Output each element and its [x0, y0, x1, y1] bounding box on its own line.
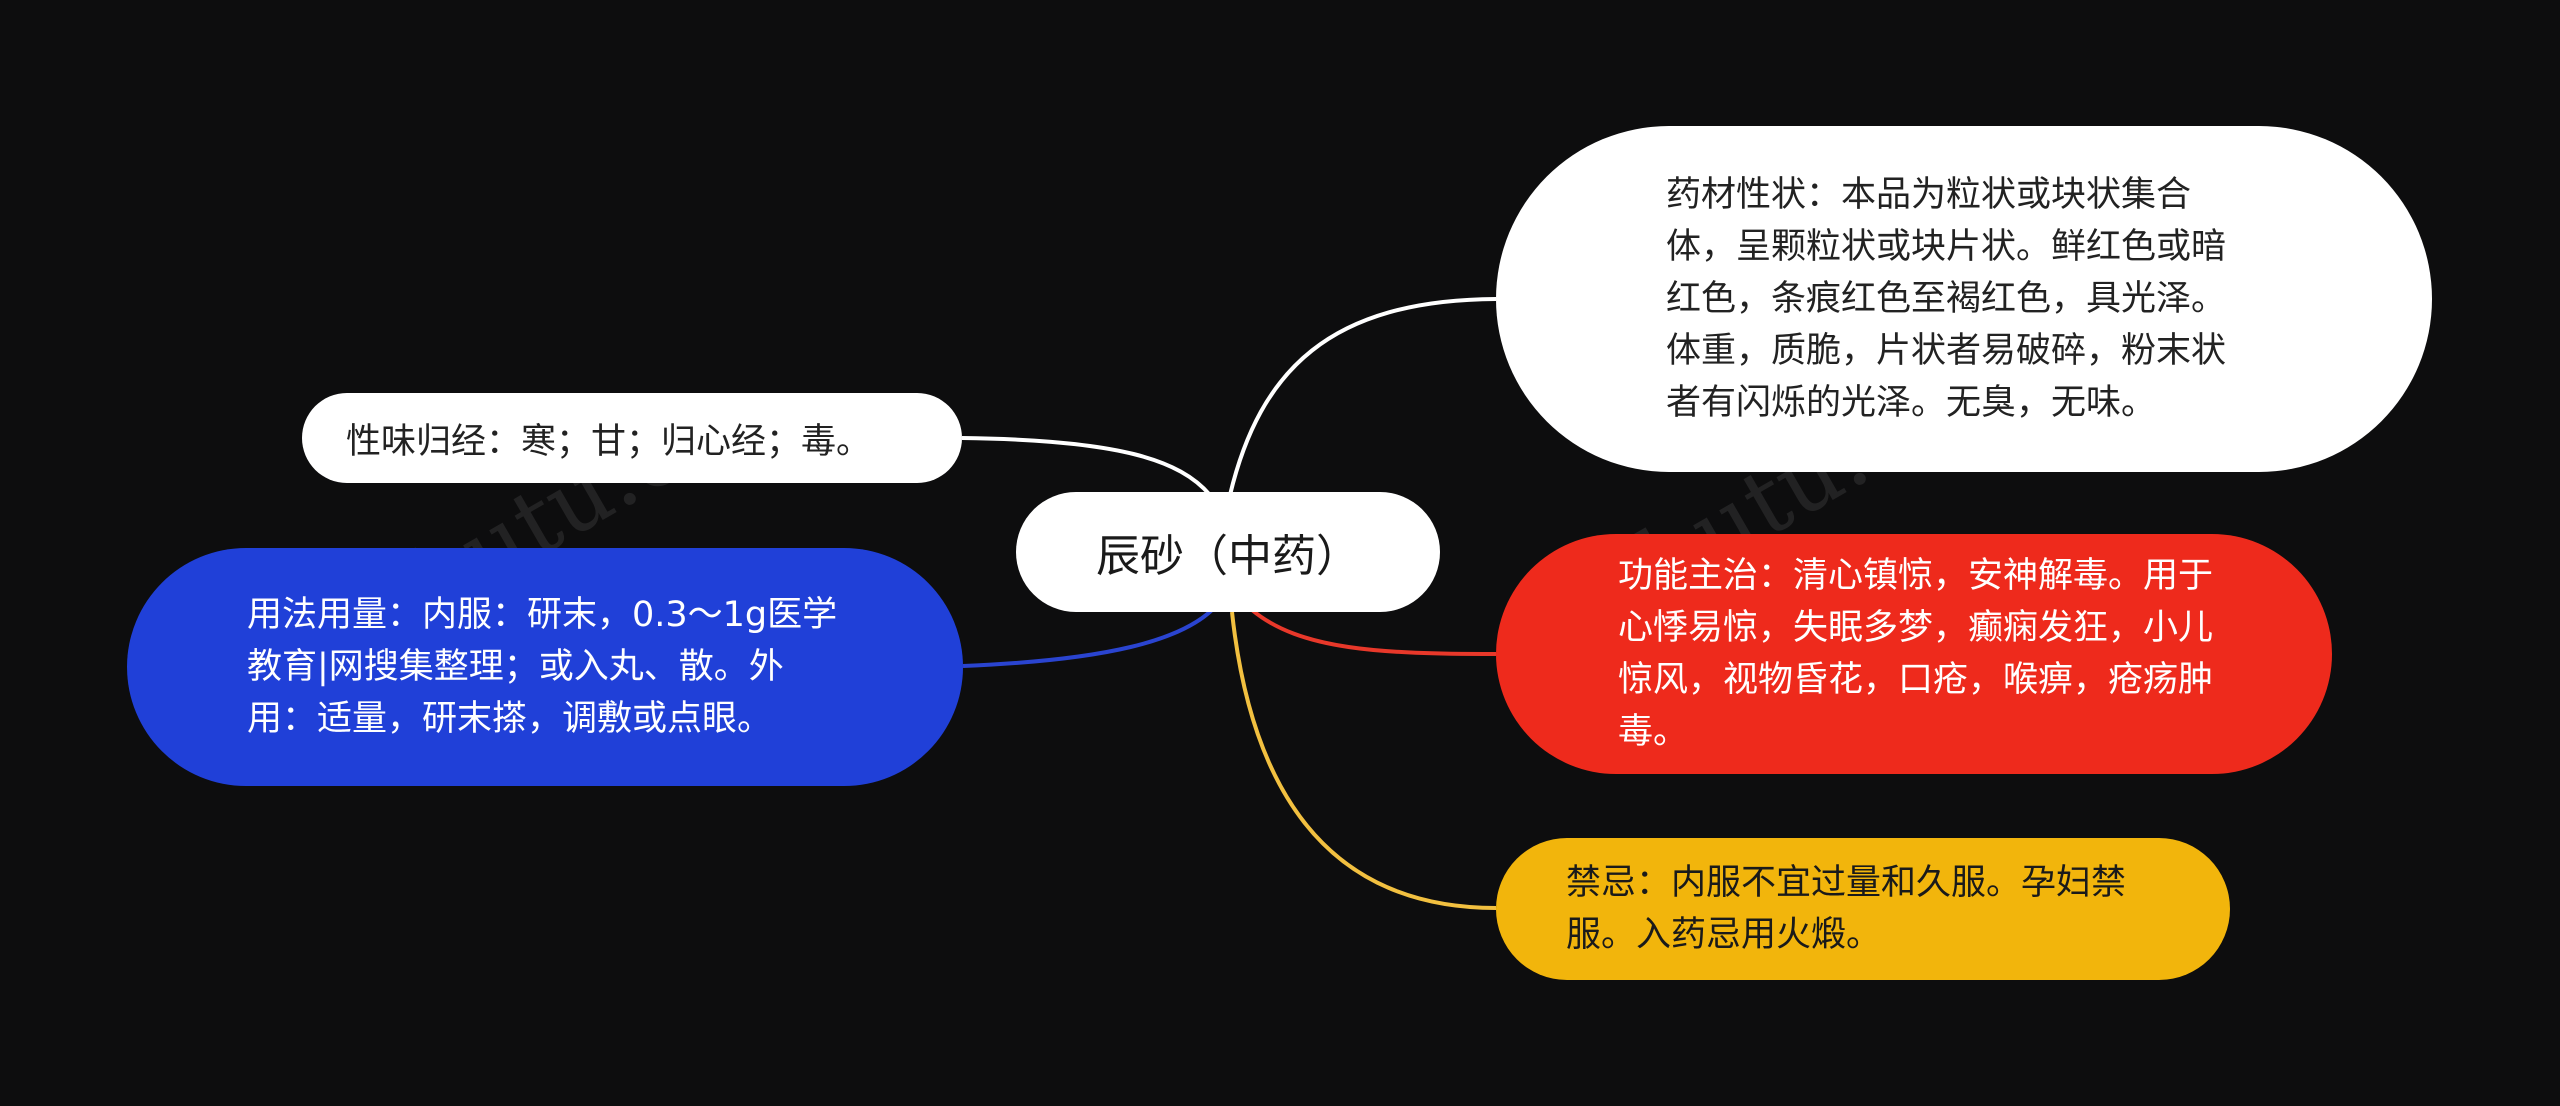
topic-nature[interactable]: 性味归经：寒；甘；归心经；毒。 — [302, 393, 962, 483]
edge-usage — [962, 608, 1214, 668]
topic-functions-text: 功能主治：清心镇惊，安神解毒。用于心悸易惊，失眠多梦，癫痫发狂，小儿惊风，视物昏… — [1618, 556, 2214, 752]
edge-props — [1228, 297, 1497, 496]
topic-nature-text: 性味归经：寒；甘；归心经；毒。 — [346, 421, 872, 462]
edge-nature — [961, 436, 1212, 497]
topic-taboo-text: 禁忌：内服不宜过量和久服。孕妇禁服。入药忌用火煅。 — [1566, 863, 2127, 955]
topic-usage-text: 用法用量：内服：研末，0.3～1g医学教育|网搜集整理；或入丸、散。外用：适量，… — [247, 595, 838, 739]
topic-props-text: 药材性状：本品为粒状或块状集合体，呈颗粒状或块片状。鲜红色或暗红色，条痕红色至褐… — [1666, 175, 2227, 423]
topic-props[interactable]: 药材性状：本品为粒状或块状集合体，呈颗粒状或块片状。鲜红色或暗红色，条痕红色至褐… — [1496, 126, 2432, 472]
central-topic-label: 辰砂（中药） — [1096, 531, 1360, 582]
edge-functions — [1250, 608, 1497, 656]
central-topic[interactable]: 辰砂（中药） — [1016, 492, 1440, 612]
topic-functions[interactable]: 功能主治：清心镇惊，安神解毒。用于心悸易惊，失眠多梦，癫痫发狂，小儿惊风，视物昏… — [1496, 534, 2332, 774]
topic-taboo[interactable]: 禁忌：内服不宜过量和久服。孕妇禁服。入药忌用火煅。 — [1496, 838, 2230, 980]
topic-usage[interactable]: 用法用量：内服：研末，0.3～1g医学教育|网搜集整理；或入丸、散。外用：适量，… — [127, 548, 963, 786]
edge-taboo — [1230, 611, 1497, 910]
